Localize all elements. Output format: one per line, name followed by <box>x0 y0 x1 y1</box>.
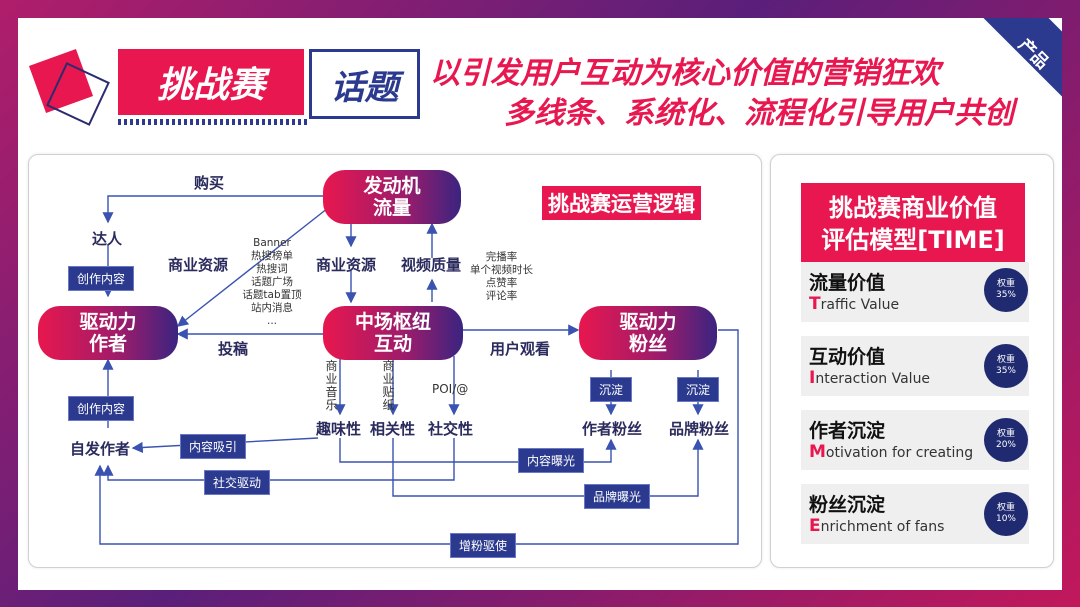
chip-content-attract: 内容吸引 <box>180 434 247 459</box>
resource-item: 话题tab置顶 <box>242 289 302 301</box>
vertical-music: 商业音乐 <box>325 359 338 412</box>
label-self-author: 自发作者 <box>70 440 131 458</box>
model-row-initial: T <box>809 294 821 314</box>
model-row-initial: M <box>809 442 826 462</box>
label-submit: 投稿 <box>218 340 249 358</box>
model-row-en-rest: raffic Value <box>820 297 900 313</box>
tagline-2: 多线条、系统化、流程化引导用户共创 <box>504 96 1014 131</box>
resource-item: 话题广场 <box>251 276 293 288</box>
arrow-content-exposure <box>339 438 617 463</box>
chip-social-drive: 社交驱动 <box>204 470 271 495</box>
title-main: 挑战赛 <box>118 49 304 115</box>
chip-content-exposure: 内容曝光 <box>518 448 585 473</box>
model-row-en-rest: nteraction Value <box>815 371 931 387</box>
resource-list: Banner 热搜榜单 热搜词 话题广场 话题tab置顶 站内消息 ... <box>240 237 304 328</box>
quality-item: 点赞率 <box>485 277 518 289</box>
label-biz-res-left: 商业资源 <box>168 256 229 274</box>
weight-label: 权重 <box>996 503 1015 513</box>
label-buy: 购买 <box>194 174 225 192</box>
resource-item: 热搜词 <box>256 263 288 275</box>
model-row-en: Interaction Value <box>809 368 930 388</box>
label-biz-res-center: 商业资源 <box>316 256 377 274</box>
model-row-zh: 粉丝沉淀 <box>809 494 886 516</box>
label-poi: POI/@ <box>432 382 469 396</box>
model-row-zh: 作者沉淀 <box>809 420 886 442</box>
chip-create-bottom: 创作内容 <box>68 396 135 421</box>
model-row-en: Enrichment of fans <box>809 516 944 536</box>
weight-value: 35% <box>995 366 1016 376</box>
model-row-en-rest: nrichment of fans <box>820 519 945 535</box>
node-driver-fans: 驱动力 粉丝 <box>579 306 717 360</box>
vertical-sticker: 商业贴纸 <box>382 359 395 412</box>
section-tag: 挑战赛运营逻辑 <box>542 186 701 220</box>
arrow-social-drive <box>102 438 455 481</box>
model-row-zh: 互动价值 <box>809 346 886 368</box>
arrow-grow-fans <box>94 329 739 545</box>
title-sub: 话题 <box>309 49 420 119</box>
label-fun: 趣味性 <box>316 420 362 438</box>
model-row-en: Motivation for creating <box>809 442 973 462</box>
quality-item: 完播率 <box>485 251 518 263</box>
slide: 产品 挑战赛 话题 以引发用户互动为核心价值的营销狂欢 多线条、系统化、流程化引… <box>18 18 1062 590</box>
weight-label: 权重 <box>996 355 1015 365</box>
chip-create-top: 创作内容 <box>68 266 135 291</box>
arrow-buy <box>102 195 323 224</box>
arrow-engine-author <box>176 207 329 327</box>
label-video-quality: 视频质量 <box>401 256 462 274</box>
chip-grow-fans: 增粉驱使 <box>450 533 517 558</box>
title-underline <box>118 119 308 125</box>
resource-item: 热搜榜单 <box>251 250 293 262</box>
chip-brand-exposure: 品牌曝光 <box>584 484 651 509</box>
weight-value: 10% <box>995 514 1016 524</box>
quality-item: 评论率 <box>485 290 518 302</box>
label-daren: 达人 <box>92 230 123 248</box>
label-user-watch: 用户观看 <box>490 340 551 358</box>
model-row-initial: I <box>809 368 816 388</box>
diagram-connectors <box>94 195 739 545</box>
label-author-fans: 作者粉丝 <box>582 420 643 438</box>
quality-list: 完播率 单个视频时长 点赞率 评论率 <box>470 251 533 303</box>
weight-value: 35% <box>995 290 1016 300</box>
model-row-initial: E <box>809 516 821 536</box>
tagline-1: 以引发用户互动为核心价值的营销狂欢 <box>430 56 940 91</box>
resource-item: 站内消息 <box>251 302 293 314</box>
node-driver-author: 驱动力 作者 <box>38 306 178 360</box>
resource-item: ... <box>266 315 277 327</box>
model-title: 挑战赛商业价值 评估模型[TIME] <box>801 183 1029 269</box>
weight-label: 权重 <box>996 279 1015 289</box>
model-row-en: Traffic Value <box>809 294 899 314</box>
chip-settle-2: 沉淀 <box>677 377 720 402</box>
arrow-brand-exposure <box>392 438 704 497</box>
node-engine: 发动机 流量 <box>323 170 461 224</box>
label-social: 社交性 <box>428 420 474 438</box>
node-hub: 中场枢纽 互动 <box>323 306 463 360</box>
weight-value: 20% <box>995 440 1016 450</box>
quality-item: 单个视频时长 <box>470 264 533 276</box>
chip-settle-1: 沉淀 <box>590 377 633 402</box>
label-relevance: 相关性 <box>370 420 416 438</box>
label-brand-fans: 品牌粉丝 <box>669 420 730 438</box>
resource-item: Banner <box>253 237 291 249</box>
model-row-zh: 流量价值 <box>809 272 886 294</box>
weight-label: 权重 <box>996 429 1015 439</box>
model-row-en-rest: otivation for creating <box>825 445 974 461</box>
